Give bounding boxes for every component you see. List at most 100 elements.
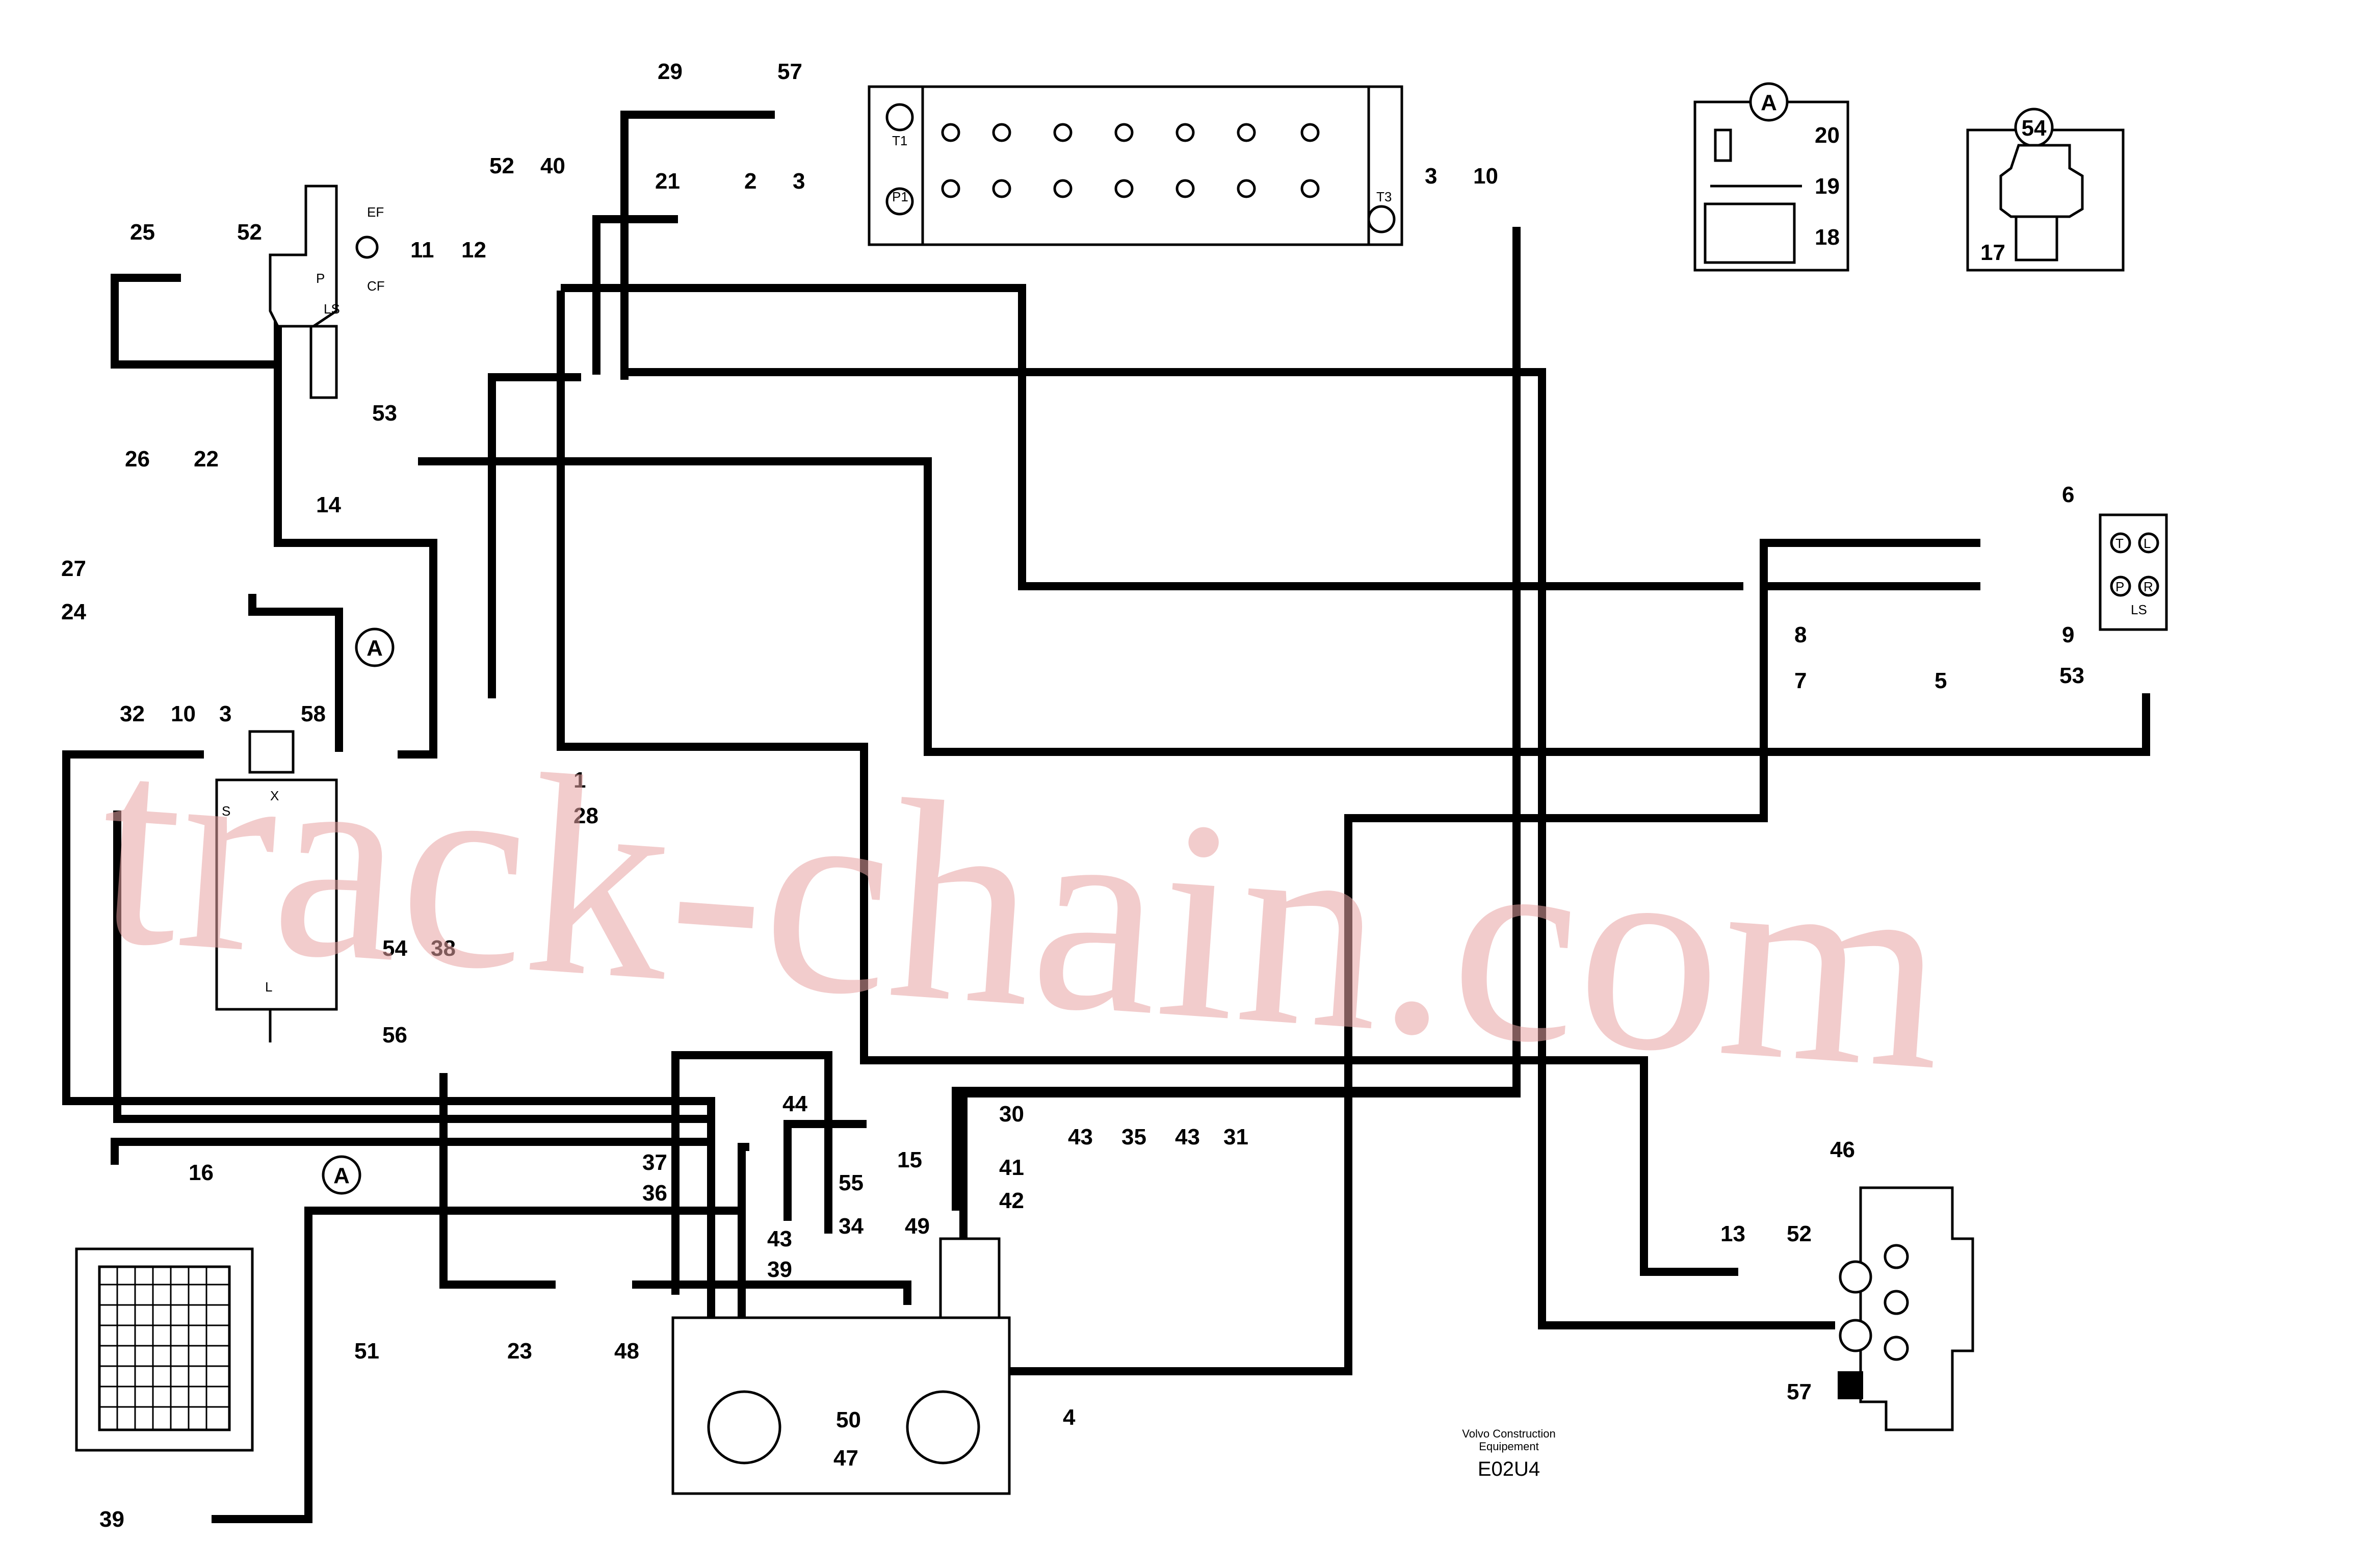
part-label: 3 xyxy=(793,169,805,194)
pipe-1 xyxy=(488,373,581,698)
part-label: 3 xyxy=(219,701,231,726)
part-label: 25 xyxy=(130,220,155,245)
port-T3-label: T3 xyxy=(1376,189,1392,204)
part-label: 52 xyxy=(489,153,514,178)
marker-A-lower: A xyxy=(322,1155,361,1195)
valve-block-holes xyxy=(941,123,1320,198)
part-label: 21 xyxy=(655,169,680,194)
part-label: 57 xyxy=(777,59,802,84)
pipe-a-block xyxy=(671,1051,832,1295)
part-label: 30 xyxy=(999,1102,1024,1127)
part-label: 32 xyxy=(120,701,145,726)
part-label: 12 xyxy=(461,238,486,263)
part-label: 41 xyxy=(999,1155,1024,1180)
pipe-4 xyxy=(915,539,1980,1375)
steering-valve: T L P R LS xyxy=(2099,513,2168,631)
part-label: 1 xyxy=(573,768,586,793)
part-label: 55 xyxy=(839,1170,864,1195)
detail-54-box: 54 xyxy=(1966,108,2125,272)
part-label: 43 xyxy=(1068,1125,1093,1149)
distribution-valve-block: T1 P1 T3 xyxy=(868,85,1403,246)
marker-A-upper: A xyxy=(355,628,395,667)
part-label: 37 xyxy=(642,1150,667,1175)
part-label: 20 xyxy=(1815,123,1840,148)
part-label: 15 xyxy=(897,1147,922,1172)
part-label: 11 xyxy=(410,238,434,263)
pipe-upper-main xyxy=(561,284,1743,590)
svg-text:A: A xyxy=(367,636,383,661)
pipe-upper-second xyxy=(620,288,1835,1329)
part-label: 26 xyxy=(125,447,150,472)
part-label: 44 xyxy=(782,1091,807,1116)
part-label: 49 xyxy=(905,1214,930,1239)
port-L-label: L xyxy=(265,979,272,995)
part-label: 39 xyxy=(767,1257,792,1282)
part-label: 40 xyxy=(540,153,565,178)
part-label: 3 xyxy=(1425,164,1437,189)
pipe-29 xyxy=(620,111,775,380)
pipe-30-35-31 xyxy=(952,1087,1517,1211)
part-label: 24 xyxy=(61,599,86,624)
part-label: 16 xyxy=(189,1160,214,1185)
part-label: 42 xyxy=(999,1188,1024,1213)
part-label: 48 xyxy=(614,1339,639,1364)
pipe-21 xyxy=(592,215,678,375)
part-label: 35 xyxy=(1121,1125,1146,1149)
port-LS-right-label: LS xyxy=(2131,602,2147,617)
port-T3-circle xyxy=(1367,205,1396,233)
port-P-label: P xyxy=(316,271,325,286)
part-label: 31 xyxy=(1223,1125,1248,1149)
part-label: 8 xyxy=(1794,622,1807,647)
hydraulic-pump xyxy=(671,1237,1011,1495)
part-label: 34 xyxy=(839,1214,864,1239)
port-L-right-label: L xyxy=(2144,536,2151,551)
pipes xyxy=(62,111,2150,1523)
part-label: 23 xyxy=(507,1339,532,1364)
part-label: 51 xyxy=(354,1339,379,1364)
company-line1: Volvo Construction xyxy=(1462,1427,1555,1440)
part-label: 2 xyxy=(744,169,756,194)
part-label: 9 xyxy=(2062,622,2074,647)
cooler-grid xyxy=(99,1267,229,1430)
part-label: 22 xyxy=(194,447,219,472)
port-P1-circle xyxy=(885,187,914,216)
port-EF-label: EF xyxy=(367,204,384,220)
pipe-32 xyxy=(62,750,715,1346)
port-R-label: R xyxy=(2144,579,2153,594)
port-T-label: T xyxy=(2115,536,2124,551)
part-label: 17 xyxy=(1980,240,2005,265)
part-label: 52 xyxy=(1787,1221,1812,1246)
detail-A-box: A xyxy=(1693,82,1849,272)
pipe-14 xyxy=(418,457,2150,756)
part-label: 52 xyxy=(237,220,262,245)
pipe-16 xyxy=(111,1138,711,1165)
port-P-right-label: P xyxy=(2115,579,2124,594)
part-label: 36 xyxy=(642,1181,667,1206)
part-label: 50 xyxy=(836,1407,861,1432)
priority-valve: EF CF P LS xyxy=(269,185,385,399)
port-T1-circle xyxy=(885,103,914,132)
part-label: 53 xyxy=(2059,663,2084,688)
port-P1-label: P1 xyxy=(892,189,908,204)
part-label: 46 xyxy=(1830,1137,1855,1162)
part-label: 47 xyxy=(833,1446,858,1471)
part-label: 54 xyxy=(382,936,407,961)
part-label: 14 xyxy=(316,492,341,517)
port-CF-label: CF xyxy=(367,278,385,294)
part-label: 6 xyxy=(2062,482,2074,507)
pipe-left-loop2 xyxy=(113,811,711,1123)
part-label: 27 xyxy=(61,556,86,581)
svg-text:A: A xyxy=(333,1163,350,1188)
pipe-51 xyxy=(212,1207,742,1523)
pipe-23 xyxy=(439,1073,556,1289)
drawing-code: E02U4 xyxy=(1478,1458,1540,1480)
control-unit: S X L xyxy=(215,730,338,1042)
control-valve xyxy=(1838,1186,1974,1431)
part-label: 19 xyxy=(1815,174,1840,199)
part-label: 58 xyxy=(301,701,326,726)
port-S-label: S xyxy=(222,803,230,819)
part-label: 53 xyxy=(372,401,397,426)
part-label: 39 xyxy=(99,1507,124,1532)
